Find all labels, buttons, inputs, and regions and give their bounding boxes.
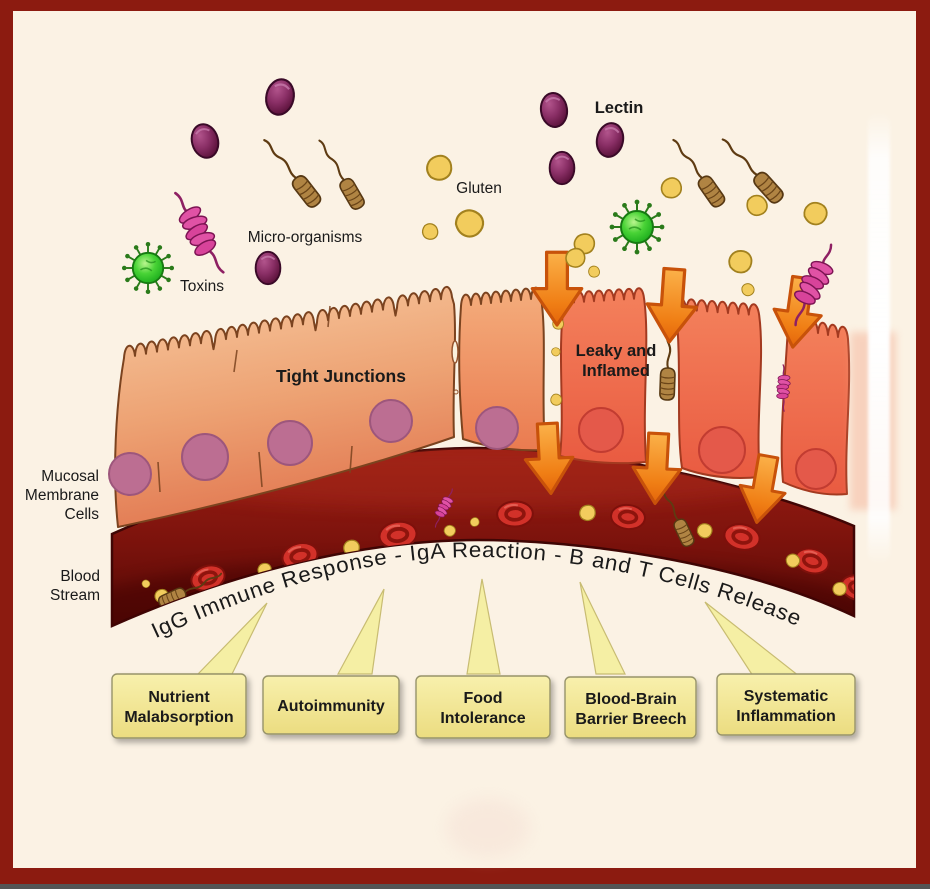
callout-box-blood-brain bbox=[564, 676, 697, 739]
tight-junctions-label: Tight Junctions bbox=[276, 366, 406, 386]
cell-nucleus bbox=[267, 420, 313, 466]
highlight-bar bbox=[868, 112, 890, 564]
callout-pointers bbox=[196, 578, 801, 677]
micro-organisms-label: Micro-organisms bbox=[248, 229, 363, 246]
cell-nucleus bbox=[181, 433, 229, 481]
mucosal-membrane bbox=[108, 285, 851, 528]
callout-label: Food bbox=[463, 690, 502, 707]
callout-label: Autoimmunity bbox=[277, 698, 385, 715]
leaky-inflamed-label: Leaky and bbox=[576, 342, 657, 360]
mucosal-membrane-cells-label: Membrane bbox=[25, 487, 99, 504]
callout-pointer bbox=[336, 588, 385, 675]
callout-label: Intolerance bbox=[440, 710, 525, 727]
cell-nucleus bbox=[369, 399, 413, 443]
callout-box-autoimmunity bbox=[262, 675, 400, 735]
callout-pointer bbox=[579, 581, 626, 675]
cell-nucleus-inflamed bbox=[698, 426, 746, 474]
callout-label: Nutrient bbox=[148, 689, 210, 706]
toxins-label: Toxins bbox=[180, 278, 224, 295]
callout-label: Inflammation bbox=[736, 708, 836, 725]
leaky-inflamed-label: Inflamed bbox=[582, 362, 650, 380]
callout-boxes bbox=[111, 673, 856, 739]
callout-box-labels: Nutrient Malabsorption Autoimmunity Food… bbox=[124, 688, 835, 728]
cell-nuclei bbox=[108, 399, 837, 496]
callout-label: Blood-Brain bbox=[585, 691, 677, 708]
tight-junction-lines bbox=[157, 305, 353, 493]
gluten-label: Gluten bbox=[456, 180, 502, 197]
callout-box-nutrient-malabsorption bbox=[111, 673, 247, 739]
callout-box-systematic-inflammation bbox=[716, 673, 856, 736]
cell-nucleus-inflamed bbox=[795, 448, 837, 490]
watermark-smudge bbox=[446, 798, 530, 858]
blood-stream-label: Blood bbox=[60, 568, 100, 585]
callout-box-food-intolerance bbox=[415, 675, 551, 739]
junction-gap bbox=[451, 340, 459, 364]
lectin-icon bbox=[548, 150, 576, 186]
mucosal-membrane-cells-label: Cells bbox=[65, 506, 100, 523]
inflamed-cell bbox=[675, 297, 763, 479]
junction-gap bbox=[453, 389, 459, 395]
callout-label: Barrier Breech bbox=[575, 711, 686, 728]
lectin-icon bbox=[254, 250, 282, 286]
figure-labels: Lectin Gluten Micro-organisms Toxins Tig… bbox=[25, 99, 656, 604]
cell-nucleus bbox=[475, 406, 519, 450]
callout-label: Malabsorption bbox=[124, 709, 233, 726]
cell-nucleus-inflamed bbox=[578, 407, 624, 453]
lectin-label: Lectin bbox=[595, 99, 644, 117]
blood-stream-label: Stream bbox=[50, 587, 100, 604]
callout-pointer bbox=[466, 578, 501, 675]
mucosal-membrane-cells-label: Mucosal bbox=[41, 468, 99, 485]
cell-nucleus bbox=[108, 452, 152, 496]
callout-label: Systematic bbox=[744, 688, 829, 705]
